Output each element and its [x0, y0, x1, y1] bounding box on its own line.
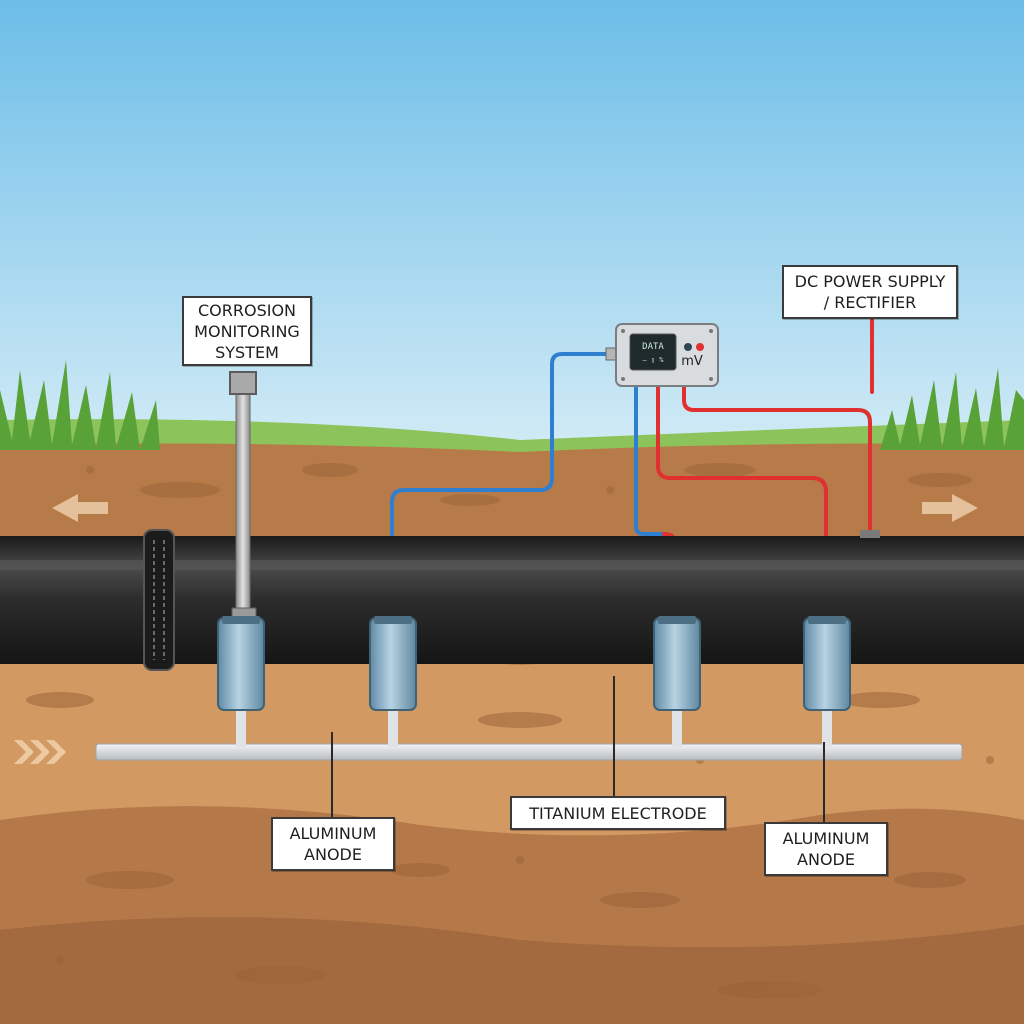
label-line: TITANIUM ELECTRODE [529, 803, 707, 823]
data-meter: DATA – ▯ % mV [605, 323, 719, 387]
rectifier-terminal [860, 530, 880, 538]
sky [0, 0, 1024, 460]
label-line: / RECTIFIER [823, 293, 917, 312]
label-line: CORROSION [197, 300, 297, 320]
label-line: MONITORING [194, 321, 300, 341]
pipe-flange-wrap [153, 540, 165, 660]
wire-red-mid [656, 383, 828, 622]
label-dc-power-supply: DC POWER SUPPLY / RECTIFIER [782, 265, 958, 319]
anode-4 [803, 616, 851, 747]
anode-2 [369, 616, 417, 747]
meter-led-red [696, 343, 704, 351]
meter-screen [629, 333, 677, 371]
meter-led-dark [684, 343, 692, 351]
wire-blue-left [390, 352, 612, 622]
monitoring-pole-cap [229, 371, 257, 395]
pipeline-highlight [0, 560, 1024, 570]
monitoring-pole [235, 385, 251, 613]
anodes [217, 616, 851, 747]
grass-left [0, 360, 160, 450]
grass-right [880, 368, 1024, 450]
meter-unit: mV [681, 354, 703, 369]
label-line: ALUMINUM [289, 824, 377, 843]
anode-3 [653, 616, 701, 747]
label-line: DC POWER SUPPLY [794, 272, 946, 291]
meter-display-sub: – ▯ % [642, 356, 664, 364]
label-corrosion-monitoring-system: CORROSION MONITORING SYSTEM [182, 296, 312, 366]
titanium-electrode-rail [95, 743, 963, 761]
flow-arrow-right [922, 494, 978, 522]
label-line: ALUMINUM [782, 829, 870, 848]
flow-arrow-left [52, 494, 108, 522]
label-aluminum-anode-left: ALUMINUM ANODE [271, 817, 395, 871]
soil-speckles [26, 463, 994, 999]
label-line: ANODE [304, 845, 362, 864]
label-aluminum-anode-right: ALUMINUM ANODE [764, 822, 888, 876]
wire-red-right [682, 383, 872, 534]
flow-chevrons [14, 740, 66, 764]
pipe-flange [143, 529, 175, 671]
meter-display-text: DATA [642, 342, 664, 352]
anode-1 [217, 616, 265, 747]
label-line: ANODE [797, 850, 855, 869]
leader-lines [331, 676, 825, 823]
label-titanium-electrode: TITANIUM ELECTRODE [510, 796, 726, 830]
wire-blue-down [634, 383, 666, 536]
label-line: SYSTEM [215, 342, 279, 362]
